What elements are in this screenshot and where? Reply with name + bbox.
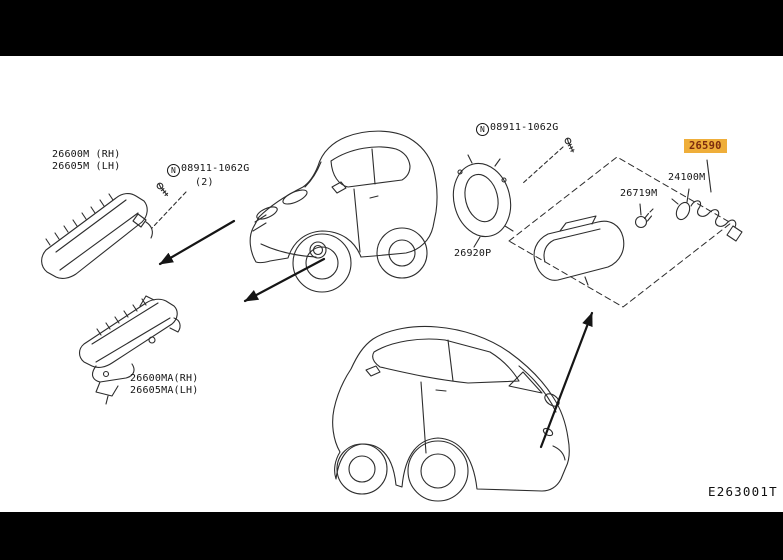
rear-car-drawing [332, 326, 570, 502]
lamp-assembly-drawing [78, 295, 181, 405]
front-car-drawing [249, 130, 438, 293]
circled-n-icon: N [167, 163, 180, 177]
fastener-part-number-top: 08911-1062G [490, 122, 559, 133]
part-label-lamp-assy: 26600MA(RH) 26605MA(LH) [130, 373, 198, 397]
part-number-26600MA: 26600MA(RH) [130, 373, 199, 384]
part-number-26719M: 26719M [620, 188, 658, 199]
part-label-side-marker-highlighted[interactable]: 26590 [684, 139, 727, 153]
headlamp-assembly-drawing [41, 191, 187, 279]
circled-n-icon: N [476, 122, 489, 136]
direction-arrows [158, 219, 594, 449]
highlighted-part-number-26590[interactable]: 26590 [684, 139, 727, 153]
bulb-socket-drawing [671, 188, 743, 242]
fastener-part-number-left: 08911-1062G [181, 163, 250, 174]
screw-icon-top [521, 136, 579, 185]
part-label-socket: 24100M [668, 172, 705, 184]
part-label-bulb: 26719M [620, 188, 657, 200]
diagram-reference-code: E263001T [708, 484, 778, 499]
side-marker-kit-box [508, 156, 732, 308]
bottom-letterbox-bar [0, 512, 783, 560]
part-label-fog-finisher: 26920P [454, 248, 491, 260]
top-letterbox-bar [0, 0, 783, 56]
ref-code-text: E263001T [708, 484, 778, 499]
bulb-drawing [634, 203, 654, 229]
part-number-24100M: 24100M [668, 172, 706, 183]
part-number-26920P: 26920P [454, 248, 492, 259]
part-number-26605MA: 26605MA(LH) [130, 385, 199, 396]
part-number-26605M: 26605M (LH) [52, 161, 121, 172]
fastener-quantity-left: (2) [195, 176, 214, 188]
part-label-headlamp: 26600M (RH) 26605M (LH) [52, 149, 120, 173]
part-number-26600M: 26600M (RH) [52, 149, 121, 160]
fog-lamp-finisher-drawing [452, 154, 514, 248]
